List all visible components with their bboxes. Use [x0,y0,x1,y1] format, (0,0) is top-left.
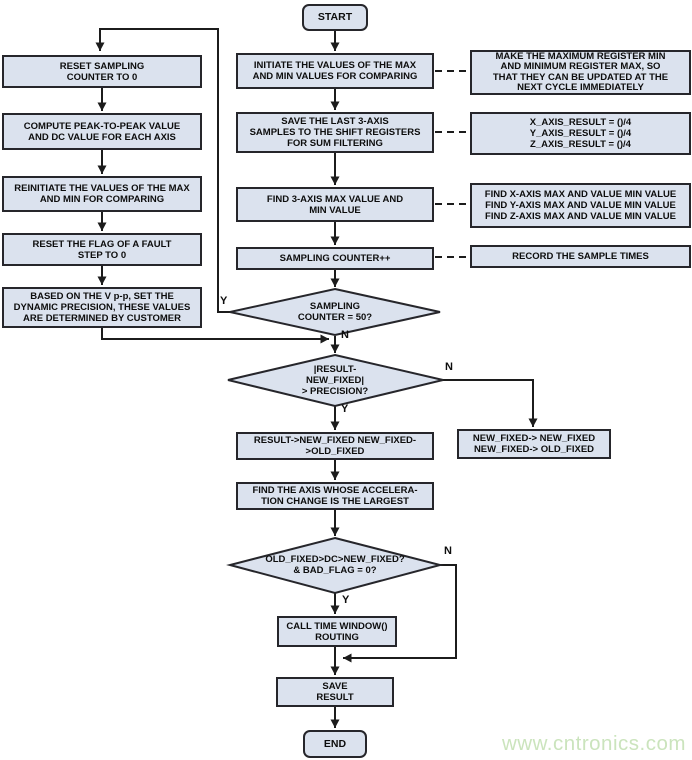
process-label: CALL TIME WINDOW() ROUTING [286,620,388,643]
process-label: NEW_FIXED-> NEW_FIXED NEW_FIXED-> OLD_FI… [472,433,596,455]
process-save-result: SAVE RESULT [276,677,394,707]
process-reset-sampling-counter: RESET SAMPLING COUNTER TO 0 [2,55,202,88]
process-result-to-new-fixed: RESULT->NEW_FIXED NEW_FIXED- >OLD_FIXED [236,432,434,460]
end-terminator: END [303,730,367,758]
process-label: SAVE RESULT [316,681,354,703]
process-find-3axis-max-min: FIND 3-AXIS MAX VALUE AND MIN VALUE [236,187,434,222]
note-label: MAKE THE MAXIMUM REGISTER MIN AND MINIMU… [492,50,669,93]
branch-label-yes-decision2: Y [341,403,349,415]
arrow-decision3-no-branch [343,564,457,663]
process-call-time-window: CALL TIME WINDOW() ROUTING [277,616,397,647]
process-label: RESULT->NEW_FIXED NEW_FIXED- >OLD_FIXED [253,435,417,457]
decision-precision-shape [227,353,444,408]
note-label: X_AXIS_RESULT = ()/4 Y_AXIS_RESULT = ()/… [529,117,632,150]
process-label: FIND THE AXIS WHOSE ACCELERA- TION CHANG… [252,485,418,507]
arrow-decision1-yes-loop [95,28,230,313]
process-label: RESET SAMPLING COUNTER TO 0 [59,60,145,83]
note-label: RECORD THE SAMPLE TIMES [512,251,649,262]
process-reset-fault-flag: RESET THE FLAG OF A FAULT STEP TO 0 [2,233,202,266]
branch-label-yes-decision1: Y [220,295,228,307]
arrow-decision2-no-branch [440,379,538,427]
process-set-dynamic-precision: BASED ON THE V p-p, SET THE DYNAMIC PREC… [2,287,202,328]
start-label: START [317,11,353,23]
start-terminator: START [302,4,368,31]
note-make-max-register: MAKE THE MAXIMUM REGISTER MIN AND MINIMU… [470,50,691,95]
process-new-fixed-assign: NEW_FIXED-> NEW_FIXED NEW_FIXED-> OLD_FI… [457,429,611,459]
process-sampling-counter-increment: SAMPLING COUNTER++ [236,247,434,270]
process-label: REINITIATE THE VALUES OF THE MAX AND MIN… [14,183,190,205]
note-record-sample-times: RECORD THE SAMPLE TIMES [470,245,691,268]
note-label: FIND X-AXIS MAX AND VALUE MIN VALUE FIND… [484,189,677,222]
process-label: BASED ON THE V p-p, SET THE DYNAMIC PREC… [13,291,191,324]
process-label: INITIATE THE VALUES OF THE MAX AND MIN V… [252,60,418,82]
decision-sampling-counter-shape [229,287,441,337]
end-label: END [323,737,347,750]
watermark-text: www.cntronics.com [502,732,686,755]
note-find-xyz-max-min: FIND X-AXIS MAX AND VALUE MIN VALUE FIND… [470,183,691,228]
process-find-axis-largest-change: FIND THE AXIS WHOSE ACCELERA- TION CHANG… [236,482,434,510]
note-axis-result-formulas: X_AXIS_RESULT = ()/4 Y_AXIS_RESULT = ()/… [470,112,691,155]
branch-label-no-decision1: N [341,329,349,341]
process-label: SAMPLING COUNTER++ [279,253,391,264]
branch-label-no-decision2: N [445,361,453,373]
process-compute-peak-to-peak: COMPUTE PEAK-TO-PEAK VALUE AND DC VALUE … [2,113,202,150]
process-reinitiate-max-min: REINITIATE THE VALUES OF THE MAX AND MIN… [2,176,202,212]
process-label: RESET THE FLAG OF A FAULT STEP TO 0 [32,238,172,261]
branch-label-no-decision3: N [444,545,452,557]
process-label: FIND 3-AXIS MAX VALUE AND MIN VALUE [266,193,404,216]
process-label: COMPUTE PEAK-TO-PEAK VALUE AND DC VALUE … [23,120,181,143]
arrow-basedon-to-junction [101,328,329,344]
branch-label-yes-decision3: Y [342,594,350,606]
process-save-shift-registers: SAVE THE LAST 3-AXIS SAMPLES TO THE SHIF… [236,112,434,153]
decision-fixed-range-shape [226,536,444,595]
process-label: SAVE THE LAST 3-AXIS SAMPLES TO THE SHIF… [249,116,421,149]
process-initiate-max-min: INITIATE THE VALUES OF THE MAX AND MIN V… [236,53,434,89]
